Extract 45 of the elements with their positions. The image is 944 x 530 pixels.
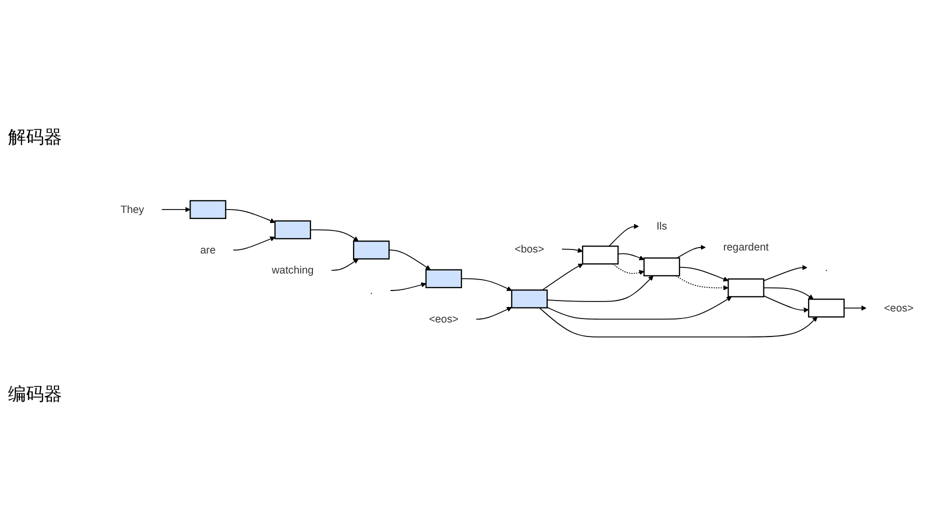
node-box <box>353 240 390 260</box>
node-box <box>190 200 226 220</box>
arrow <box>546 276 654 302</box>
node-text: <eos> <box>428 313 459 325</box>
node-box <box>808 298 845 318</box>
arrow <box>618 253 644 260</box>
node-text: . <box>824 262 828 274</box>
arrow <box>538 308 818 338</box>
arrow <box>676 244 706 259</box>
node-text: They <box>120 204 144 216</box>
arrow <box>608 224 639 247</box>
arrow <box>476 307 512 320</box>
arrow <box>612 264 644 276</box>
arrow <box>679 267 728 282</box>
arrow <box>763 296 809 313</box>
row-label: 解码器 <box>8 126 63 148</box>
arrow <box>675 275 728 291</box>
arrow <box>388 250 431 270</box>
node-text: Ils <box>656 220 668 232</box>
arrow <box>225 209 276 224</box>
node-box <box>425 269 462 288</box>
node-box <box>274 220 312 240</box>
arrow <box>461 278 512 292</box>
node-box <box>511 290 548 309</box>
arrow <box>763 288 814 300</box>
node-text: watching <box>272 264 314 276</box>
row-label: 编码器 <box>8 382 63 406</box>
arrow <box>844 306 866 311</box>
arrow <box>310 230 359 242</box>
arrow <box>232 236 276 251</box>
node-box <box>643 258 680 276</box>
node-box <box>582 246 619 265</box>
arrow <box>161 207 190 212</box>
arrow <box>390 282 426 292</box>
node-text: regardent <box>723 241 769 254</box>
arrow <box>561 248 583 254</box>
arrow <box>542 264 584 291</box>
node-text: <bos> <box>514 243 544 255</box>
node-text: . <box>370 284 373 296</box>
arrow <box>546 296 732 320</box>
node-text: are <box>200 244 216 256</box>
node-text: <eos> <box>884 302 914 314</box>
arrow <box>763 265 808 282</box>
arrow <box>331 258 359 271</box>
node-box <box>728 278 764 298</box>
